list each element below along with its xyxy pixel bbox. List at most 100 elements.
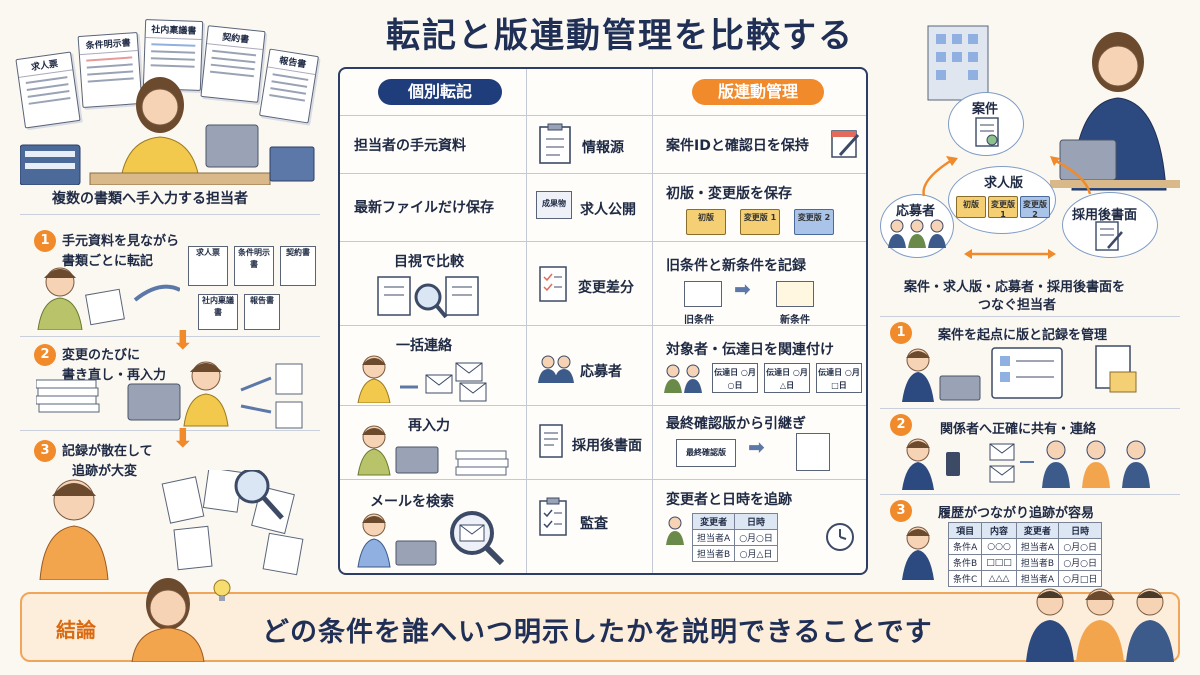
history-cell: ○○○ — [981, 538, 1017, 555]
row6-left: メールを検索 — [370, 494, 454, 510]
mail-search-illustration — [357, 511, 505, 568]
row1-left: 担当者の手元資料 — [354, 138, 466, 154]
row2-right: 初版・変更版を保存 — [666, 186, 792, 202]
folder-v2-icon: 変更版 2 — [794, 209, 834, 235]
step-number-1: 1 — [34, 230, 56, 252]
row3-mid: 変更差分 — [578, 280, 634, 296]
applauding-team-illustration — [1026, 588, 1174, 662]
right-folder-v1-icon: 変更版 1 — [988, 196, 1018, 219]
row-divider — [340, 405, 866, 406]
right-step1-text: 案件を起点に版と記録を管理 — [938, 328, 1108, 343]
step2-text-line2: 書き直し・再入力 — [62, 368, 167, 383]
case-document-icon — [975, 117, 999, 147]
right-arrow-icon: ➡ — [734, 277, 751, 301]
history-cell: 条件B — [947, 554, 983, 571]
date-card-3: 伝達日 ○月□日 — [816, 363, 862, 393]
divider — [880, 408, 1180, 409]
divider — [20, 214, 320, 215]
history-header: 内容 — [981, 522, 1017, 539]
history-table: 項目 内容 変更者 日時 条件A ○○○ 担当者A ○月○日 条件B □□□ 担… — [947, 522, 1103, 587]
divider — [20, 430, 320, 431]
row3-left: 目視で比較 — [394, 254, 464, 270]
applicant-group-icon — [888, 219, 946, 248]
history-cell: 条件C — [947, 570, 983, 587]
deliverable-icon: 成果物 — [536, 191, 572, 219]
row4-right: 対象者・伝達日を関連付け — [666, 342, 834, 358]
row-divider — [340, 325, 866, 326]
history-cell: 担当者B — [1015, 554, 1060, 571]
audit-checklist-icon — [539, 497, 567, 536]
step-number-2: 2 — [34, 344, 56, 366]
old-condition-label: 旧条件 — [684, 315, 714, 326]
row5-mid: 採用後書面 — [572, 438, 642, 454]
right-caption-line2: つなぐ担当者 — [978, 298, 1057, 313]
log-cell: ○月△日 — [734, 545, 778, 562]
history-worker-illustration — [902, 526, 934, 580]
final-version-doc: 最終確認版 — [676, 439, 736, 467]
row4-mid: 応募者 — [580, 364, 622, 380]
history-cell: △△△ — [981, 570, 1017, 587]
row5-right: 最終確認版から引継ぎ — [666, 416, 806, 432]
step1-doc-ringi: 社内稟議書 — [198, 294, 238, 330]
row2-mid: 求人公開 — [580, 202, 636, 218]
scattered-records-illustration — [39, 470, 304, 580]
connection-arrows — [922, 156, 1092, 259]
row1-mid: 情報源 — [582, 140, 624, 156]
divider — [20, 336, 320, 337]
applicant-pair-icon — [664, 364, 702, 393]
folder-v1-icon: 変更版 1 — [740, 209, 780, 235]
editor-person-icon — [666, 516, 684, 545]
history-cell: ○月○日 — [1057, 554, 1103, 571]
row-divider — [340, 173, 866, 174]
row6-right: 変更者と日時を追跡 — [666, 492, 792, 508]
conclusion-banner: 結論 どの条件を誰へいつ明示したかを説明できることです — [20, 578, 1180, 662]
document-pen-icon — [539, 424, 563, 458]
office-worker-illustration — [927, 25, 1180, 191]
left-top-caption: 複数の書類へ手入力する担当者 — [52, 191, 248, 207]
worker-copying-illustration — [37, 267, 180, 330]
right-step-number-3: 3 — [890, 500, 912, 522]
column-header-version: 版連動管理 — [692, 79, 824, 105]
column-divider — [652, 69, 653, 573]
log-header: 変更者 — [691, 513, 736, 530]
applicants-icon — [538, 355, 574, 383]
step1-doc-joken: 条件明示書 — [234, 246, 274, 286]
row-divider — [340, 479, 866, 480]
divider — [880, 494, 1180, 495]
divider — [880, 316, 1180, 317]
history-cell: 担当者A — [1015, 538, 1060, 555]
right-step-number-2: 2 — [890, 414, 912, 436]
clipboard-icon — [539, 123, 571, 164]
share-contact-illustration — [902, 438, 1150, 490]
row-divider — [340, 241, 866, 242]
history-header: 日時 — [1057, 522, 1103, 539]
right-folder-v2-icon: 変更版 2 — [1020, 196, 1050, 219]
conclusion-label: 結論 — [56, 618, 96, 642]
log-cell: ○月○日 — [734, 529, 778, 546]
step1-text-line2: 書類ごとに転記 — [62, 254, 154, 269]
right-step2-text: 関係者へ正確に共有・連絡 — [940, 422, 1097, 437]
node-applicant-label: 応募者 — [896, 204, 936, 219]
history-header: 項目 — [947, 522, 983, 539]
doc-title: 契約書 — [206, 26, 265, 51]
history-cell: ○月□日 — [1057, 570, 1103, 587]
row4-left: 一括連絡 — [396, 338, 452, 354]
row2-left: 最新ファイルだけ保存 — [354, 200, 494, 216]
step1-doc-kyujin: 求人票 — [188, 246, 228, 286]
conclusion-text: どの条件を誰へいつ明示したかを説明できることです — [262, 617, 933, 648]
step2-text-line1: 変更のたびに — [62, 348, 141, 363]
comparison-table: 個別転記 版連動管理 担当者の手元資料 情報源 案件IDと確認日を保持 最新ファ… — [338, 67, 868, 575]
step1-doc-hokoku: 報告書 — [244, 294, 280, 330]
right-folder-initial-icon: 初版 — [956, 196, 986, 218]
column-divider — [526, 69, 527, 573]
log-cell: 担当者A — [691, 529, 736, 546]
bulk-contact-illustration — [357, 355, 487, 403]
reentry-illustration — [357, 425, 509, 476]
folder-initial-icon: 初版 — [686, 209, 726, 235]
presenter-illustration — [131, 578, 231, 662]
node-case-label: 案件 — [972, 102, 999, 117]
new-condition-label: 新条件 — [780, 315, 810, 326]
step1-doc-keiyaku: 契約書 — [280, 246, 316, 286]
post-hire-document-icon — [1095, 221, 1123, 251]
old-condition-doc — [684, 281, 722, 307]
